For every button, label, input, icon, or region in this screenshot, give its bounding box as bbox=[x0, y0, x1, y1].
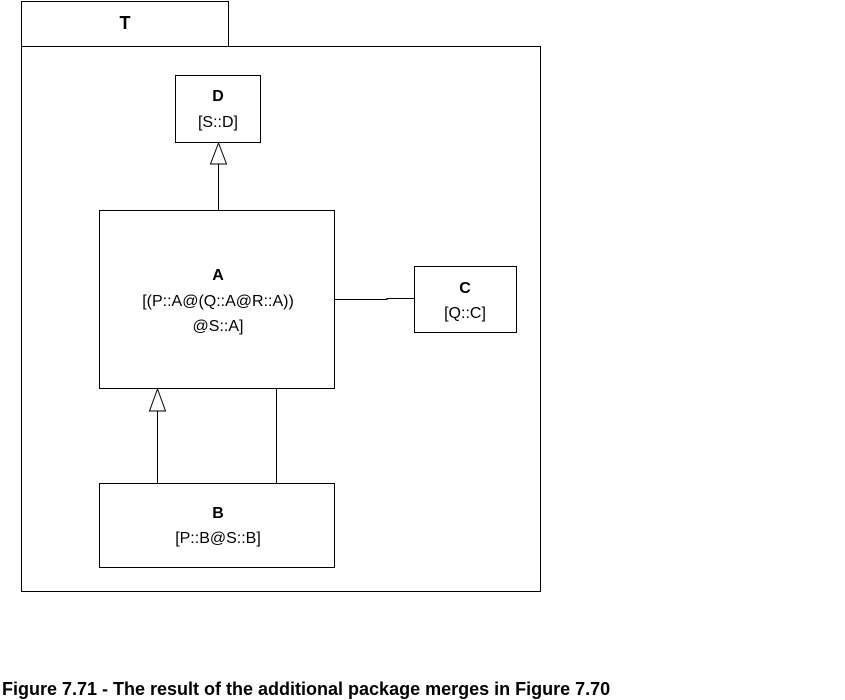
class-a-name: A bbox=[212, 267, 224, 284]
class-a[interactable]: A [(P::A@(Q::A@R::A)) @S::A] bbox=[99, 210, 335, 389]
class-b[interactable]: B [P::B@S::B] bbox=[99, 483, 335, 568]
package-tab bbox=[21, 1, 229, 47]
class-a-merge-source-line2: @S::A] bbox=[193, 318, 244, 335]
generalization-arrowhead-a bbox=[148, 387, 167, 412]
class-c-name: C bbox=[459, 280, 471, 297]
class-b-box[interactable] bbox=[99, 483, 335, 568]
association-line-a-c bbox=[335, 298, 414, 300]
class-c-box[interactable] bbox=[414, 266, 517, 333]
class-b-name: B bbox=[212, 505, 224, 522]
class-a-merge-source-line1: [(P::A@(Q::A@R::A)) bbox=[142, 293, 294, 310]
class-a-box[interactable] bbox=[99, 210, 335, 389]
figure-caption: Figure 7.71 - The result of the addition… bbox=[2, 679, 611, 699]
class-d-merge-source: [S::D] bbox=[198, 114, 238, 131]
class-d-box[interactable] bbox=[175, 75, 261, 143]
class-d[interactable]: D [S::D] bbox=[175, 75, 261, 143]
generalization-b-to-a bbox=[148, 387, 167, 483]
class-b-merge-source: [P::B@S::B] bbox=[175, 530, 261, 547]
class-c[interactable]: C [Q::C] bbox=[414, 266, 517, 333]
class-d-name: D bbox=[212, 88, 224, 105]
generalization-a-to-d bbox=[209, 141, 228, 210]
package-name: T bbox=[120, 13, 131, 33]
generalization-arrowhead-d bbox=[209, 141, 228, 165]
class-c-merge-source: [Q::C] bbox=[444, 305, 486, 322]
